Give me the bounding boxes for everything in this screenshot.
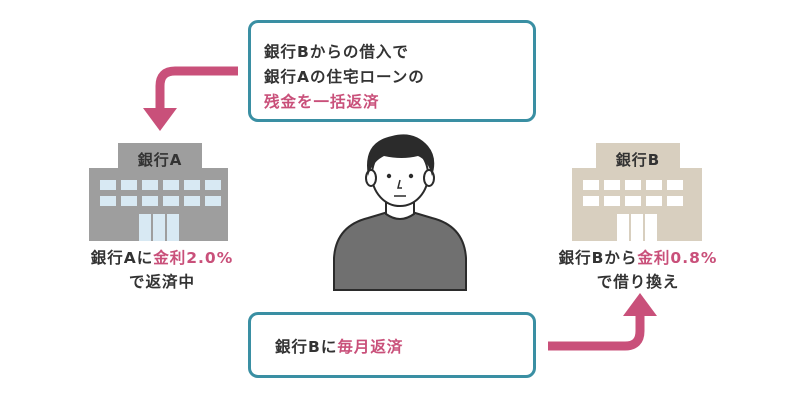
bank-a-caption-prefix: 銀行Aに [90,249,154,267]
callout-line-1: 銀行Bからの借入で [264,43,409,61]
callout-line-3: 残金を一括返済 [264,93,380,111]
bank-b-caption-line2: で借り換え [596,273,680,291]
arrow-to-bank-a [143,66,238,131]
bank-a-caption: 銀行Aに金利2.0% で返済中 [62,246,262,294]
bank-b-building [572,143,702,241]
bank-a-label: 銀行A [137,151,183,169]
callout-line-2: 銀行Aの住宅ローンの [264,68,425,86]
callout-monthly-payment [248,312,536,378]
monthly-accent: 毎月返済 [337,338,404,356]
bank-b-rate: 金利0.8% [637,249,718,267]
bank-a-caption-line2: で返済中 [128,273,195,291]
arrow-to-bank-b [548,293,657,351]
bank-b-caption-prefix: 銀行Bから [558,249,638,267]
bank-b-caption: 銀行Bから金利0.8% で借り換え [538,246,738,294]
bank-a-rate: 金利2.0% [153,249,234,267]
person-illustration [333,134,467,291]
callout-refinance-payoff [248,20,536,122]
bank-b-label: 銀行B [615,151,661,169]
bank-a-building [89,143,228,241]
monthly-prefix: 銀行Bに [275,338,338,356]
callout-monthly-text: 銀行Bに毎月返済 [275,335,403,357]
